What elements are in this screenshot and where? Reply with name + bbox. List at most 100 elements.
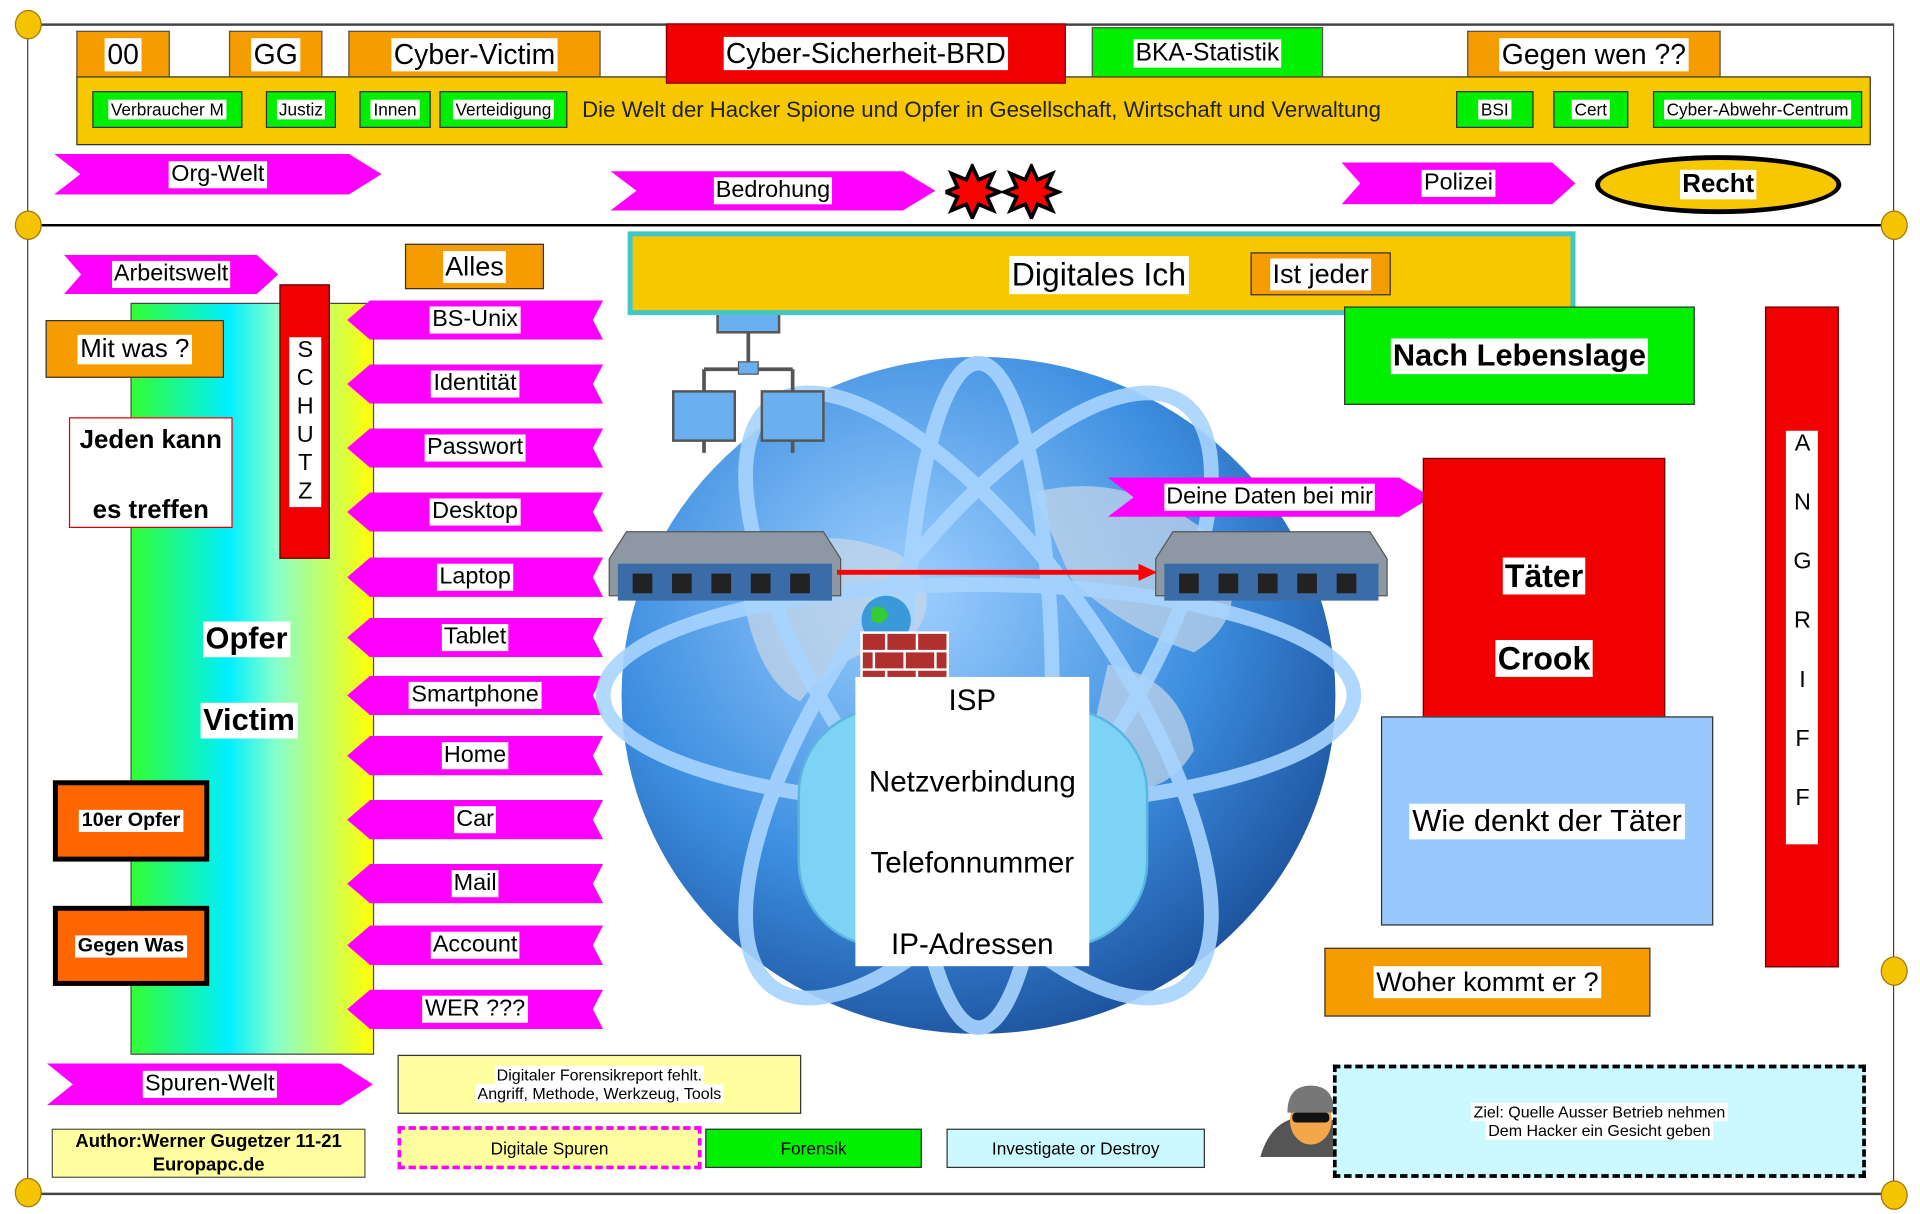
tab-label: BKA-Statistik (1133, 38, 1282, 68)
band-item-cert[interactable]: Cert (1553, 91, 1629, 129)
author-box: Author:Werner Gugetzer 11-21 Europapc.de (51, 1128, 366, 1178)
tab-cyber-victim[interactable]: Cyber-Victim (348, 30, 601, 78)
switch-right-icon (1155, 531, 1388, 601)
band-item-label: Innen (371, 99, 420, 120)
bedrohung-arrow[interactable]: Bedrohung (610, 171, 936, 211)
band-item-innen[interactable]: Innen (359, 91, 431, 129)
tab-label: Gegen wen ?? (1499, 38, 1689, 72)
box-label: Woher kommt er ? (1373, 966, 1601, 999)
switch-left-icon (608, 531, 842, 601)
investigate-box[interactable]: Investigate or Destroy (946, 1128, 1205, 1169)
ziel-line1: Ziel: Quelle Ausser Betrieb nehmen (1471, 1102, 1728, 1122)
wie-denkt-box[interactable]: Wie denkt der Täter (1380, 716, 1714, 926)
tel-label: Telefonnummer (870, 846, 1075, 881)
device-label: Laptop (436, 563, 514, 591)
connector-handle[interactable] (1880, 210, 1908, 241)
device-item[interactable]: Smartphone (347, 675, 604, 716)
angriff-bar: ANGRIFF (1764, 306, 1839, 968)
taeter-box[interactable]: Täter Crook (1422, 457, 1666, 727)
spuren-welt-arrow[interactable]: Spuren-Welt (46, 1063, 373, 1106)
tab-gegen-wen[interactable]: Gegen wen ?? (1467, 30, 1721, 78)
isp-box: ISP Netzverbindung Telefonnummer IP-Adre… (855, 676, 1090, 967)
band-item-justiz[interactable]: Justiz (265, 91, 337, 129)
box-label: Gegen Was (75, 934, 187, 957)
connector-handle[interactable] (1880, 1180, 1908, 1210)
arrow-label: Spuren-Welt (142, 1070, 278, 1098)
arrow-label: Deine Daten bei mir (1163, 483, 1376, 511)
forensikreport-box[interactable]: Digitaler Forensikreport fehlt. Angriff,… (397, 1054, 802, 1114)
device-label: Desktop (429, 498, 521, 526)
device-item[interactable]: Passwort (347, 428, 604, 468)
digitales-ich-label: Digitales Ich (1009, 256, 1189, 295)
tab-00[interactable]: 00 (76, 30, 170, 78)
box-label: Forensik (780, 1138, 847, 1159)
recht-ellipse[interactable]: Recht (1595, 155, 1842, 215)
tab-gg[interactable]: GG (228, 30, 323, 78)
jeden-line2: es treffen (92, 496, 209, 525)
divider-line (27, 224, 1886, 227)
ziel-box[interactable]: Ziel: Quelle Ausser Betrieb nehmen Dem H… (1332, 1064, 1866, 1178)
device-label: BS-Unix (429, 306, 521, 334)
forensik-box[interactable]: Forensik (705, 1128, 922, 1169)
schutz-label: SCHUTZ (288, 336, 321, 507)
arrow-label: Polizei (1421, 169, 1496, 197)
device-label: Account (430, 931, 520, 959)
box-label: Digitale Spuren (490, 1137, 609, 1158)
tab-cyber-sicherheit-brd[interactable]: Cyber-Sicherheit-BRD (665, 23, 1066, 84)
connector-handle[interactable] (14, 1177, 42, 1208)
connection-arrow (836, 563, 1157, 581)
gegen-was-box[interactable]: Gegen Was (52, 905, 210, 986)
connector-handle[interactable] (14, 210, 42, 241)
polizei-arrow[interactable]: Polizei (1341, 162, 1576, 205)
org-welt-arrow[interactable]: Org-Welt (54, 153, 382, 195)
box-label: 10er Opfer (79, 809, 183, 833)
device-label: Smartphone (408, 681, 542, 709)
device-item[interactable]: Home (347, 736, 604, 776)
device-label: WER ??? (422, 995, 528, 1023)
device-item[interactable]: Car (347, 800, 604, 840)
tab-label: Cyber-Victim (391, 38, 558, 72)
band-item-label: Justiz (276, 99, 326, 120)
box-label: Ist jeder (1270, 257, 1372, 290)
mit-was-box[interactable]: Mit was ? (45, 320, 225, 378)
band-title: Die Welt der Hacker Spione und Opfer in … (582, 97, 1381, 122)
lebenslage-box[interactable]: Nach Lebenslage (1344, 306, 1695, 405)
device-item[interactable]: BS-Unix (347, 300, 604, 340)
crook-label: Crook (1495, 640, 1593, 677)
box-label: Alles (442, 250, 507, 283)
device-item[interactable]: Account (347, 925, 604, 965)
ellipse-label: Recht (1679, 169, 1757, 200)
band-item-label: Verteidigung (453, 99, 554, 120)
ip-label: IP-Adressen (891, 928, 1054, 962)
angriff-label: ANGRIFF (1785, 430, 1818, 844)
band-item-label: Cyber-Abwehr-Centrum (1664, 99, 1852, 120)
digitale-spuren-box[interactable]: Digitale Spuren (397, 1126, 702, 1170)
tab-bka-statistik[interactable]: BKA-Statistik (1091, 27, 1324, 78)
band-item-bsi[interactable]: BSI (1456, 91, 1534, 129)
alles-box[interactable]: Alles (404, 243, 545, 290)
device-item[interactable]: WER ??? (347, 989, 604, 1029)
device-item[interactable]: Laptop (347, 557, 604, 597)
connector-handle[interactable] (14, 9, 42, 40)
victim-label: Victim (200, 702, 298, 739)
arbeitswelt-arrow[interactable]: Arbeitswelt (64, 254, 279, 295)
device-item[interactable]: Mail (347, 864, 604, 904)
device-item[interactable]: Tablet (347, 617, 604, 658)
device-item[interactable]: Desktop (347, 492, 604, 532)
band-item-verbraucher[interactable]: Verbraucher M (92, 91, 243, 129)
box-label: Nach Lebenslage (1390, 337, 1649, 374)
deine-daten-arrow[interactable]: Deine Daten bei mir (1107, 477, 1432, 517)
band-item-cyber-abwehr[interactable]: Cyber-Abwehr-Centrum (1652, 91, 1863, 129)
device-label: Home (441, 742, 509, 770)
schutz-bar: SCHUTZ (279, 284, 330, 559)
arrow-label: Bedrohung (713, 177, 833, 205)
device-item[interactable]: Identität (347, 364, 604, 404)
ist-jeder-box[interactable]: Ist jeder (1250, 252, 1391, 296)
woher-box[interactable]: Woher kommt er ? (1324, 947, 1651, 1017)
connector-handle[interactable] (1880, 956, 1908, 986)
zehner-opfer-box[interactable]: 10er Opfer (52, 780, 210, 862)
device-label: Identität (431, 370, 520, 398)
arrow-label: Org-Welt (168, 160, 267, 188)
band-item-verteidigung[interactable]: Verteidigung (439, 91, 568, 129)
